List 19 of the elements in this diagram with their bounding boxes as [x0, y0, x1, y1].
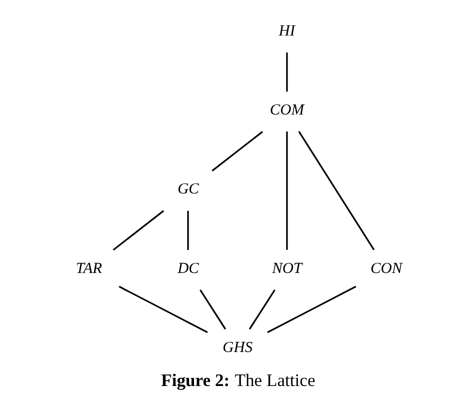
node-text: HI — [278, 22, 294, 40]
node-text: DC — [177, 260, 198, 277]
node-text: TAR — [75, 260, 102, 277]
node-text: GHS — [222, 338, 252, 356]
node-text: CON — [370, 260, 402, 277]
connector — [211, 131, 263, 172]
connector — [286, 131, 288, 250]
connector — [298, 131, 374, 250]
connector — [186, 210, 188, 250]
connector — [118, 286, 208, 334]
caption: Figure 2: The Lattice — [160, 370, 315, 390]
connector — [112, 210, 164, 251]
node-text: GC — [177, 180, 198, 198]
connector — [286, 52, 288, 92]
node-text: NOT — [272, 260, 302, 277]
node-text: COM — [269, 102, 304, 119]
connector — [266, 286, 356, 334]
connector — [199, 290, 226, 330]
connector — [248, 290, 275, 330]
